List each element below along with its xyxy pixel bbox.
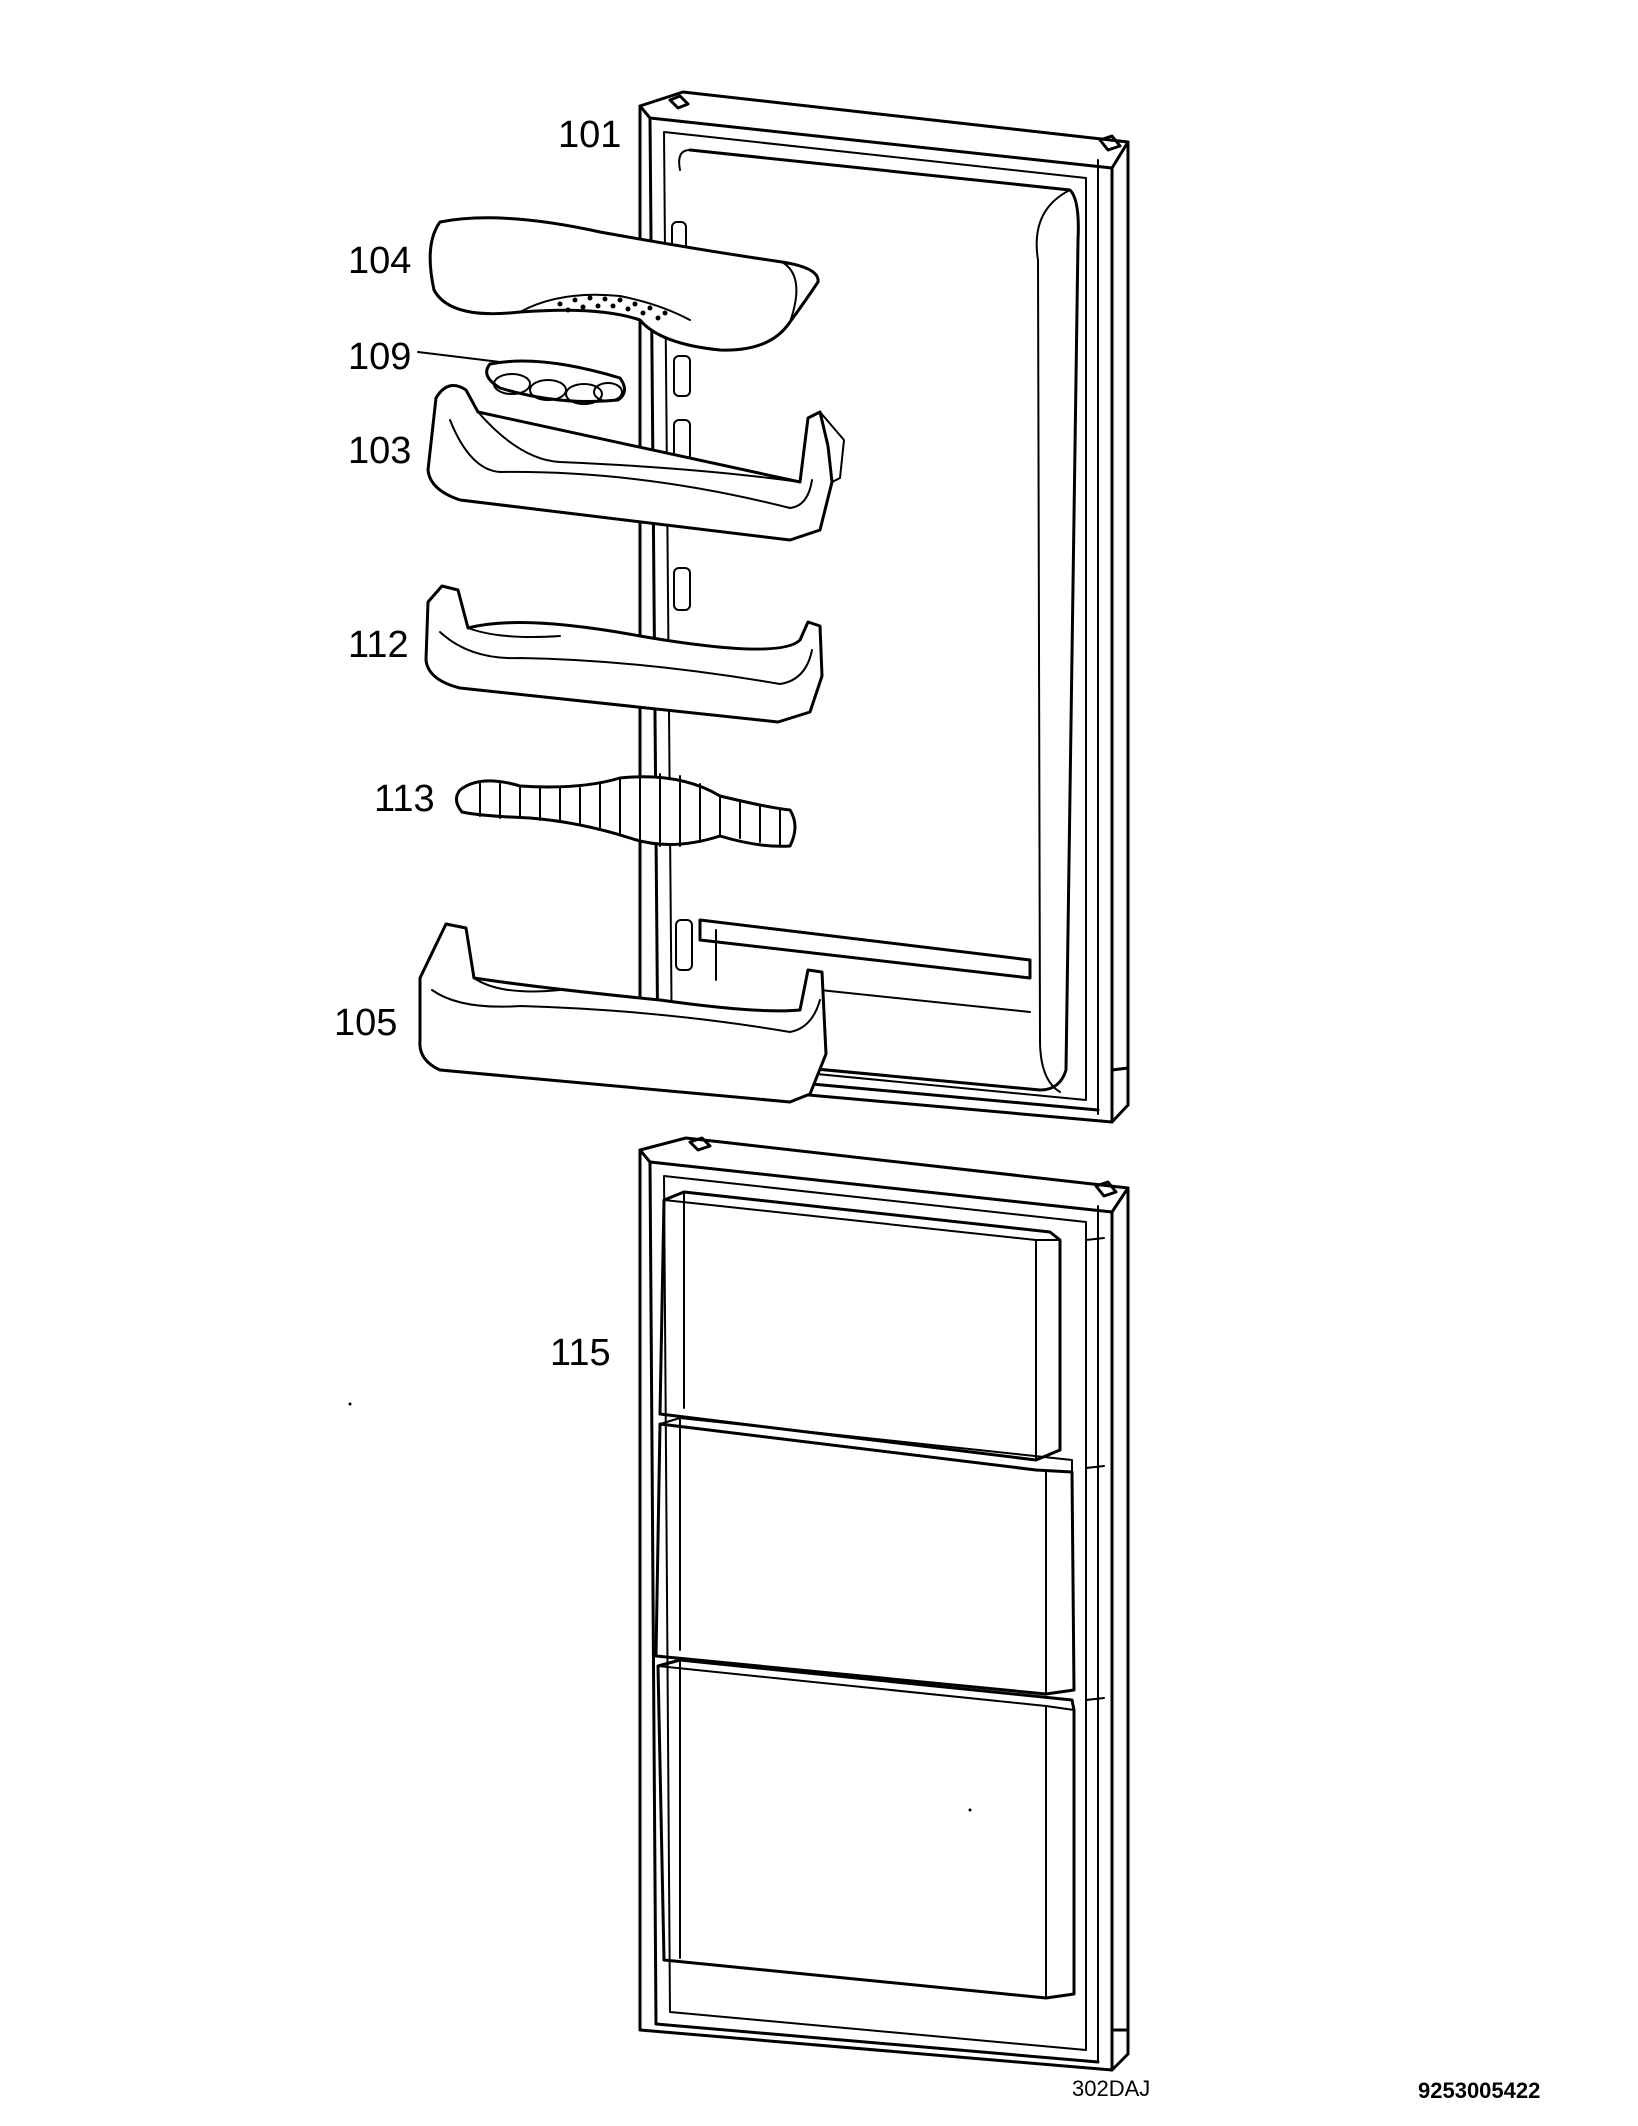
upper-door-101 <box>638 90 1130 1124</box>
callout-109: 109 <box>348 336 412 378</box>
part-number: 9253005422 <box>1418 2078 1541 2103</box>
middle-shelf-112 <box>424 584 824 724</box>
bottle-holder-113 <box>455 773 797 848</box>
callout-101: 101 <box>558 114 622 156</box>
cover-perforation <box>557 295 668 321</box>
callout-113: 113 <box>374 778 435 820</box>
bottom-shelf-105 <box>418 922 828 1104</box>
callout-112: 112 <box>348 624 409 666</box>
callout-103: 103 <box>348 430 412 472</box>
drawing-code: 302DAJ <box>1072 2076 1151 2101</box>
lower-door-panel-bottom <box>656 1658 1076 2000</box>
shelf-cover-104 <box>428 216 820 352</box>
lower-door-115 <box>638 1136 1130 2072</box>
egg-tray-109 <box>417 351 626 405</box>
callout-105: 105 <box>334 1002 398 1044</box>
lower-door-panel-middle <box>654 1417 1076 1696</box>
callout-115: 115 <box>550 1332 611 1374</box>
callout-104: 104 <box>348 240 412 282</box>
upper-shelf-103 <box>426 384 845 542</box>
